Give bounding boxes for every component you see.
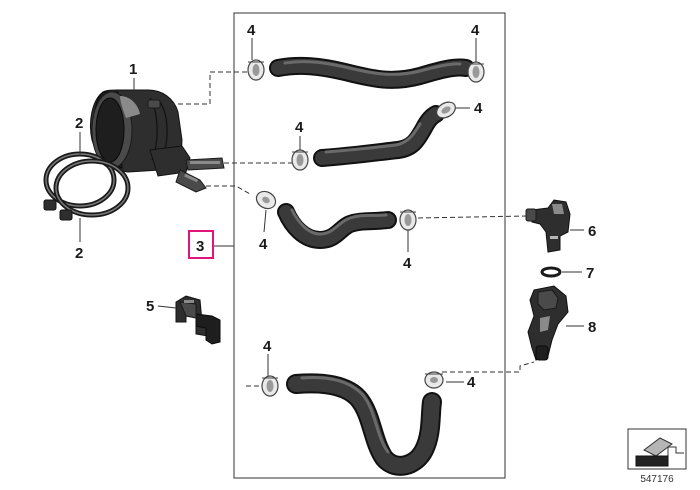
callout-4[interactable]: 4 bbox=[403, 255, 412, 272]
callout-4[interactable]: 4 bbox=[247, 22, 256, 39]
hose-clip-part[interactable] bbox=[253, 188, 278, 212]
hose-clip-part[interactable] bbox=[467, 61, 485, 83]
callout-4[interactable]: 4 bbox=[474, 100, 483, 117]
hose-clip-part[interactable] bbox=[261, 375, 279, 397]
callout-4[interactable]: 4 bbox=[295, 119, 304, 136]
hose-clip-part[interactable] bbox=[291, 149, 309, 171]
callout-2-bottom[interactable]: 2 bbox=[75, 245, 83, 262]
callout-2-top[interactable]: 2 bbox=[75, 115, 83, 132]
highlight-box bbox=[188, 230, 214, 259]
leader-line bbox=[157, 305, 177, 309]
leader-line bbox=[263, 209, 267, 233]
diagram-id: 547176 bbox=[640, 474, 674, 485]
mounting-bracket-part[interactable] bbox=[175, 295, 221, 345]
callout-6[interactable]: 6 bbox=[588, 223, 596, 240]
hose-clip-part[interactable] bbox=[247, 59, 265, 81]
curved-hose-part[interactable] bbox=[277, 203, 397, 249]
callout-4[interactable]: 4 bbox=[263, 338, 272, 355]
connection-line bbox=[162, 71, 248, 105]
o-ring-part[interactable] bbox=[540, 266, 562, 278]
washer-pump-part[interactable] bbox=[89, 89, 225, 193]
callout-4[interactable]: 4 bbox=[471, 22, 480, 39]
connection-line bbox=[417, 215, 527, 219]
callout-8[interactable]: 8 bbox=[588, 319, 596, 336]
connection-line bbox=[442, 361, 535, 373]
callout-1[interactable]: 1 bbox=[129, 61, 137, 78]
callout-7[interactable]: 7 bbox=[586, 265, 594, 282]
straight-connector-part[interactable] bbox=[527, 285, 569, 361]
hose-clip-part[interactable] bbox=[399, 209, 417, 231]
callout-3[interactable]: 3 bbox=[196, 238, 204, 255]
callout-5[interactable]: 5 bbox=[146, 298, 154, 315]
middle-hose-part[interactable] bbox=[313, 105, 445, 167]
callout-4[interactable]: 4 bbox=[259, 236, 268, 253]
lower-hose-part[interactable] bbox=[286, 373, 442, 476]
hose-clip-part[interactable] bbox=[434, 99, 458, 121]
upper-hose-part[interactable] bbox=[269, 56, 475, 89]
connection-line bbox=[206, 185, 251, 195]
diagram-logo bbox=[627, 428, 687, 470]
elbow-connector-part[interactable] bbox=[525, 199, 571, 253]
hose-clip-part[interactable] bbox=[424, 371, 444, 389]
callout-4[interactable]: 4 bbox=[467, 374, 476, 391]
